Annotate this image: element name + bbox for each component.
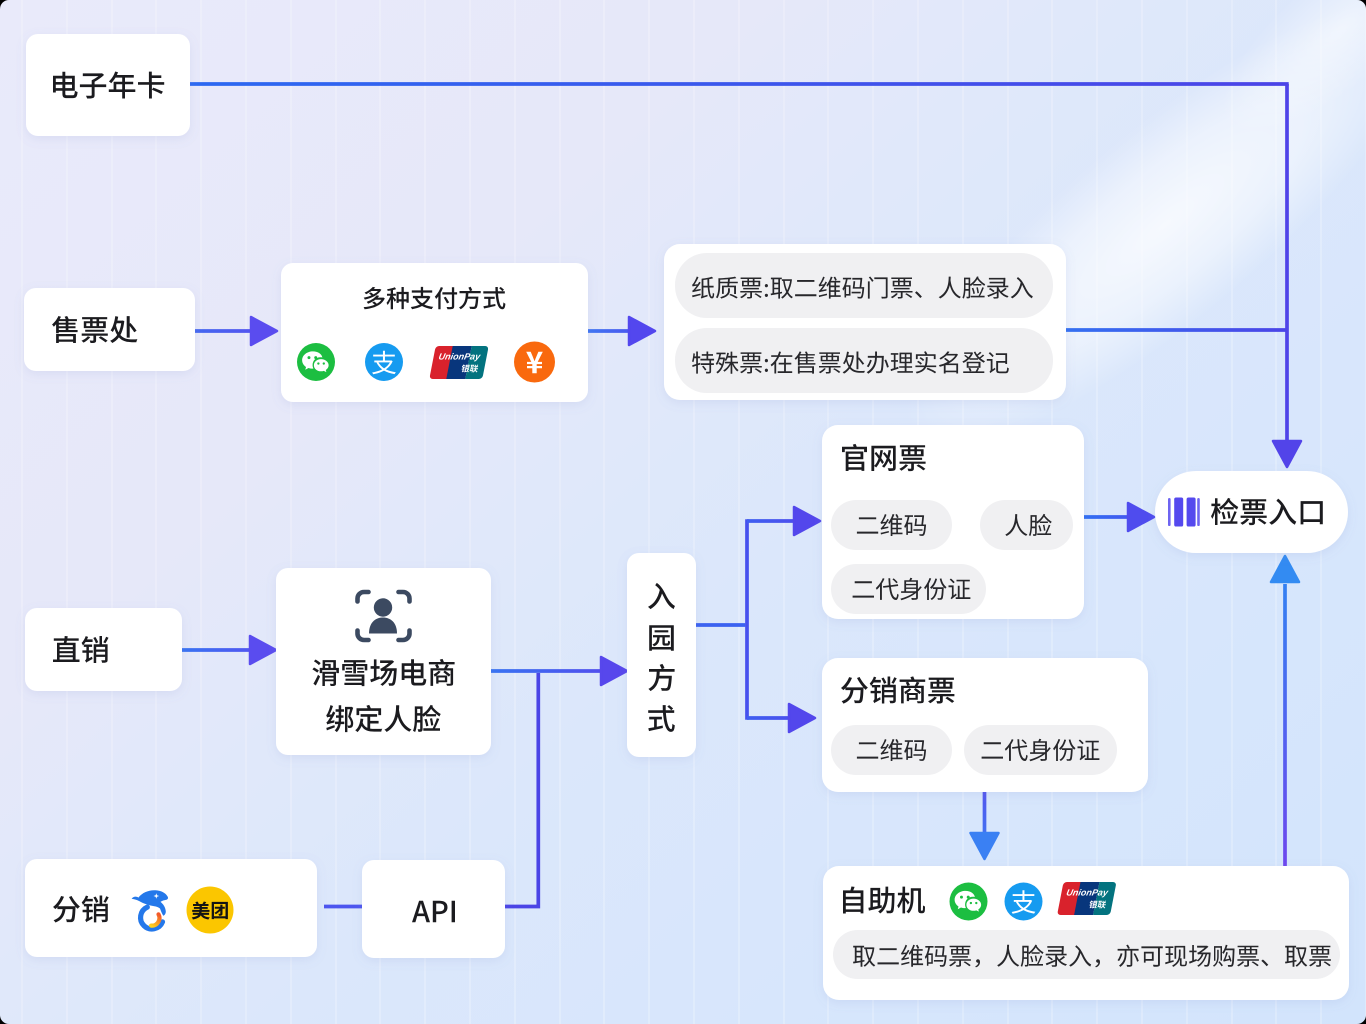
svg-text:UnionPay: UnionPay — [438, 352, 482, 362]
svg-text:UnionPay: UnionPay — [1065, 888, 1109, 898]
